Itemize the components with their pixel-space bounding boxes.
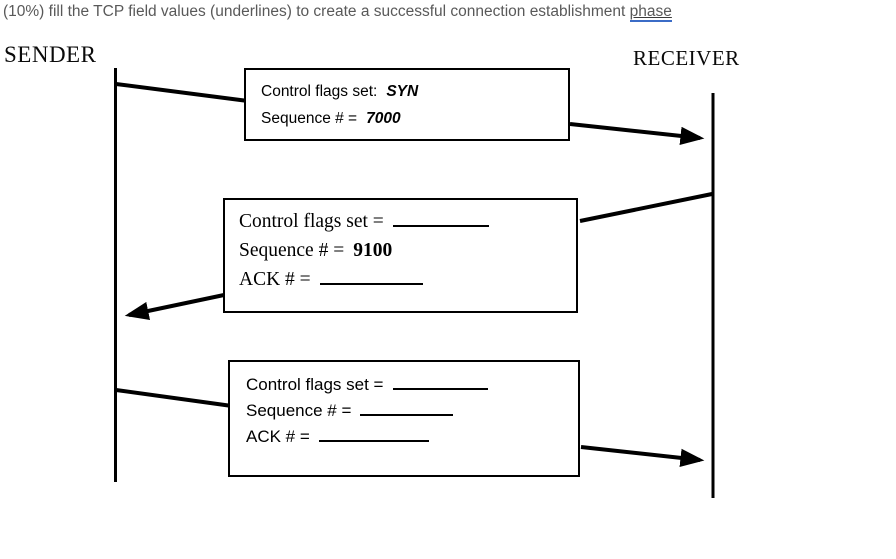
field-row: Sequence # = 9100 bbox=[239, 236, 576, 265]
question-text: (10%) fill the TCP field values (underli… bbox=[3, 3, 863, 22]
question-text-main: (10%) fill the TCP field values (underli… bbox=[3, 3, 626, 20]
field-row: Sequence # = 7000 bbox=[261, 105, 568, 132]
field-label: ACK # = bbox=[246, 427, 310, 446]
blank-underline bbox=[392, 374, 488, 390]
field-row: ACK # = bbox=[239, 265, 576, 294]
field-value: 7000 bbox=[366, 110, 401, 127]
field-row: Sequence # = bbox=[246, 398, 578, 424]
field-label: Sequence # = bbox=[261, 110, 358, 127]
receiver-label: RECEIVER bbox=[633, 46, 740, 70]
field-value: SYN bbox=[386, 83, 419, 100]
msg2-arrow-box-to-sender bbox=[124, 293, 225, 320]
field-value: 9100 bbox=[353, 240, 393, 261]
phase-link[interactable]: phase bbox=[629, 3, 672, 22]
blank-underline bbox=[392, 211, 489, 227]
blank-underline bbox=[318, 426, 429, 442]
field-label: Control flags set: bbox=[261, 83, 378, 100]
msg3-arrow-box-to-receiver bbox=[580, 445, 705, 468]
field-label: Sequence # = bbox=[239, 240, 345, 261]
msg1-arrow-box-to-receiver bbox=[569, 122, 705, 146]
field-row: Control flags set = bbox=[239, 207, 576, 236]
segment-box-syn: Control flags set: SYN Sequence # = 7000 bbox=[244, 68, 570, 141]
field-label: Sequence # = bbox=[246, 401, 352, 420]
msg2-line-receiver-to-box bbox=[579, 192, 713, 223]
field-row: Control flags set = bbox=[246, 372, 578, 398]
segment-box-ack: Control flags set = Sequence # = ACK # = bbox=[228, 360, 580, 477]
sender-label: SENDER bbox=[4, 42, 97, 67]
field-label: Control flags set = bbox=[246, 375, 384, 394]
blank-underline bbox=[319, 269, 423, 285]
field-row: Control flags set: SYN bbox=[261, 78, 568, 105]
field-label: Control flags set = bbox=[239, 211, 384, 232]
msg1-line-sender-to-box bbox=[115, 82, 249, 103]
field-label: ACK # = bbox=[239, 269, 311, 290]
blank-underline bbox=[360, 400, 454, 416]
field-row: ACK # = bbox=[246, 424, 578, 450]
msg3-line-sender-to-box bbox=[115, 388, 233, 408]
